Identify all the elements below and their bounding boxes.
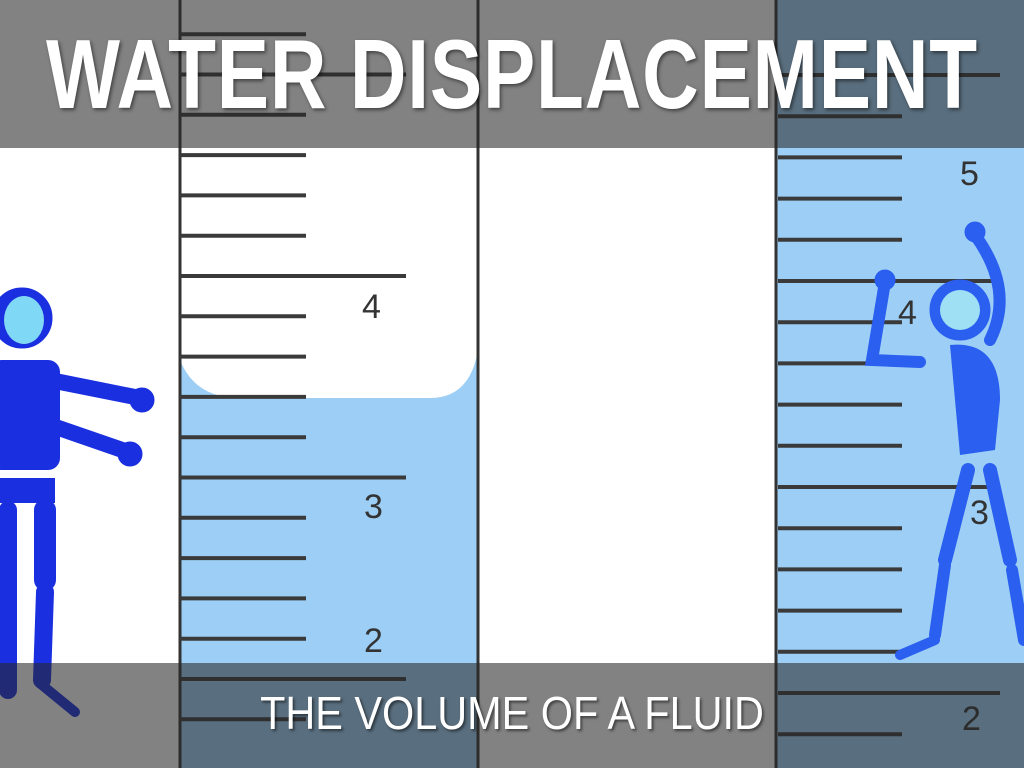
right-label-4: 4 xyxy=(898,294,917,332)
left-label-3: 3 xyxy=(364,488,383,526)
title-bar xyxy=(0,0,1024,148)
left-label-4: 4 xyxy=(362,288,381,326)
left-label-2: 2 xyxy=(364,622,383,660)
right-stick-figure xyxy=(864,221,1024,660)
subtitle-bar xyxy=(0,663,1024,768)
left-stick-figure xyxy=(0,287,155,717)
slide-title: WATER DISPLACEMENT xyxy=(46,19,978,129)
right-label-3: 3 xyxy=(970,494,989,532)
slide-subtitle: THE VOLUME OF A FLUID xyxy=(260,687,764,739)
right-label-5: 5 xyxy=(960,155,979,193)
